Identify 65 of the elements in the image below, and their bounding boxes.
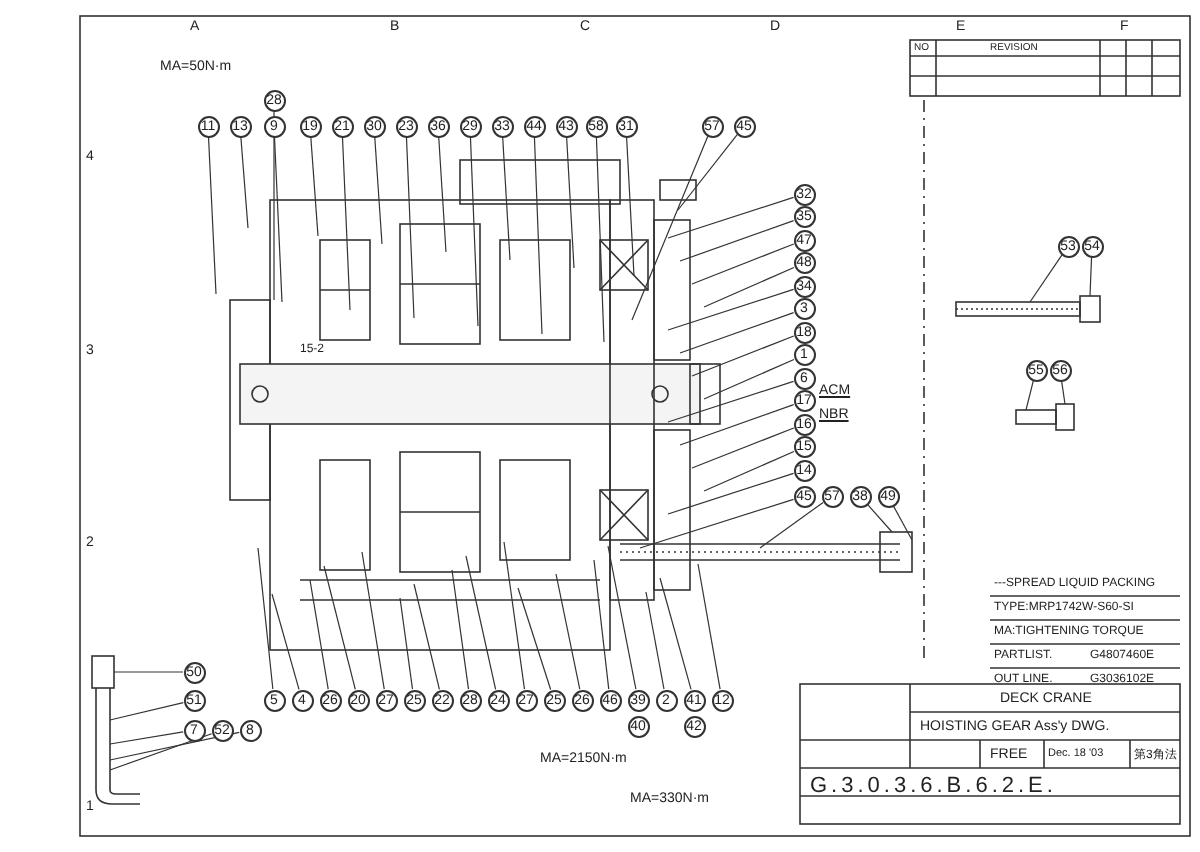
box-outline	[879, 531, 913, 573]
leader-line	[109, 733, 213, 771]
leader-line	[341, 136, 351, 311]
leader-line	[703, 450, 795, 492]
leader-line	[109, 731, 240, 761]
bolt-drawing	[955, 295, 1101, 323]
leader-line	[438, 136, 447, 253]
leader-line	[667, 472, 795, 515]
leader-line	[691, 335, 795, 377]
leader-line	[405, 136, 415, 319]
leader-line	[759, 501, 824, 549]
leader-line	[1029, 254, 1063, 303]
leader-line	[595, 136, 605, 343]
leader-line	[679, 312, 795, 354]
leader-line	[866, 503, 893, 533]
leader-line	[451, 569, 470, 690]
pin-drawing	[91, 655, 141, 805]
leader-line	[323, 565, 356, 690]
leader-line	[555, 573, 581, 690]
leader-line	[503, 541, 526, 690]
leader-line	[109, 731, 184, 745]
leader-line	[593, 559, 610, 690]
leader-line	[631, 135, 709, 321]
leader-line	[667, 380, 795, 423]
leader-line	[645, 591, 665, 690]
leader-line	[626, 136, 635, 277]
leader-line	[109, 701, 184, 721]
leader-line	[413, 583, 441, 690]
leader-line	[697, 563, 721, 690]
leader-line	[691, 243, 795, 285]
leader-line	[667, 288, 795, 331]
leader-line	[639, 498, 795, 549]
leader-line	[892, 505, 913, 541]
leader-line	[309, 579, 329, 690]
leader-line	[113, 671, 184, 673]
leader-line	[691, 427, 795, 469]
leader-line	[273, 136, 283, 303]
leader-line	[703, 266, 795, 308]
leader-line	[607, 545, 637, 690]
leader-line	[465, 555, 497, 690]
leader-line	[679, 404, 795, 446]
leader-line	[1089, 256, 1093, 297]
leader-line	[502, 136, 511, 261]
leader-line	[271, 593, 300, 690]
leader-line	[310, 136, 319, 237]
leader-line	[566, 136, 575, 269]
bolt-drawing	[1015, 403, 1075, 431]
leader-line	[374, 136, 383, 245]
leader-line	[517, 587, 552, 691]
leader-line	[207, 136, 217, 295]
leader-line	[361, 551, 385, 690]
leader-line	[469, 136, 479, 327]
leader-line	[240, 136, 249, 229]
leader-line	[257, 547, 274, 690]
leader-line	[659, 577, 692, 690]
leader-line	[273, 110, 275, 301]
leader-line	[679, 220, 795, 262]
leader-line	[703, 358, 795, 400]
leader-line	[1025, 380, 1034, 411]
leader-line	[667, 196, 795, 239]
leader-line	[677, 134, 738, 211]
leader-line	[399, 597, 414, 690]
leader-line	[1061, 380, 1066, 405]
leader-line	[533, 136, 543, 335]
drawing-number: G.3.0.3.6.B.6.2.E.	[810, 776, 1057, 798]
